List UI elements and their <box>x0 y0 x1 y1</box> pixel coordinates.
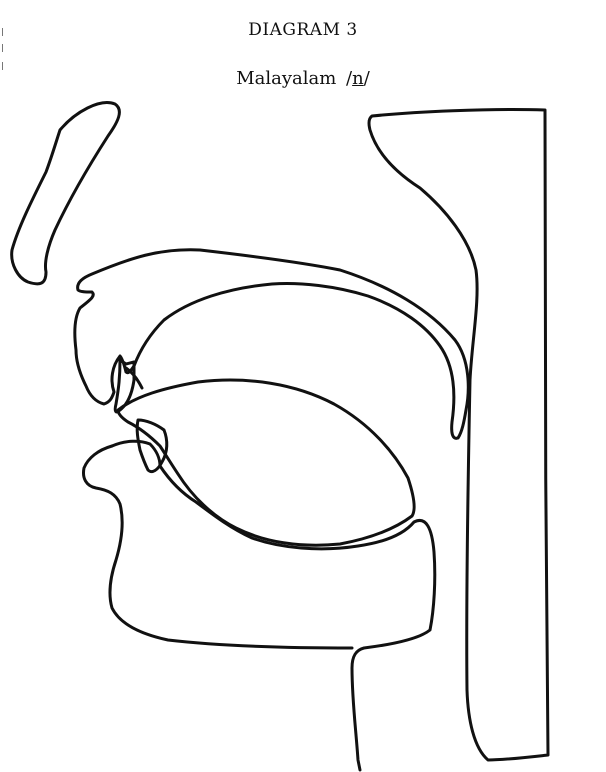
nasal-bone-outline <box>12 103 120 284</box>
upper-jaw-outline <box>75 250 468 439</box>
lower-jaw-outline <box>112 441 435 770</box>
chin-outline <box>84 446 353 648</box>
